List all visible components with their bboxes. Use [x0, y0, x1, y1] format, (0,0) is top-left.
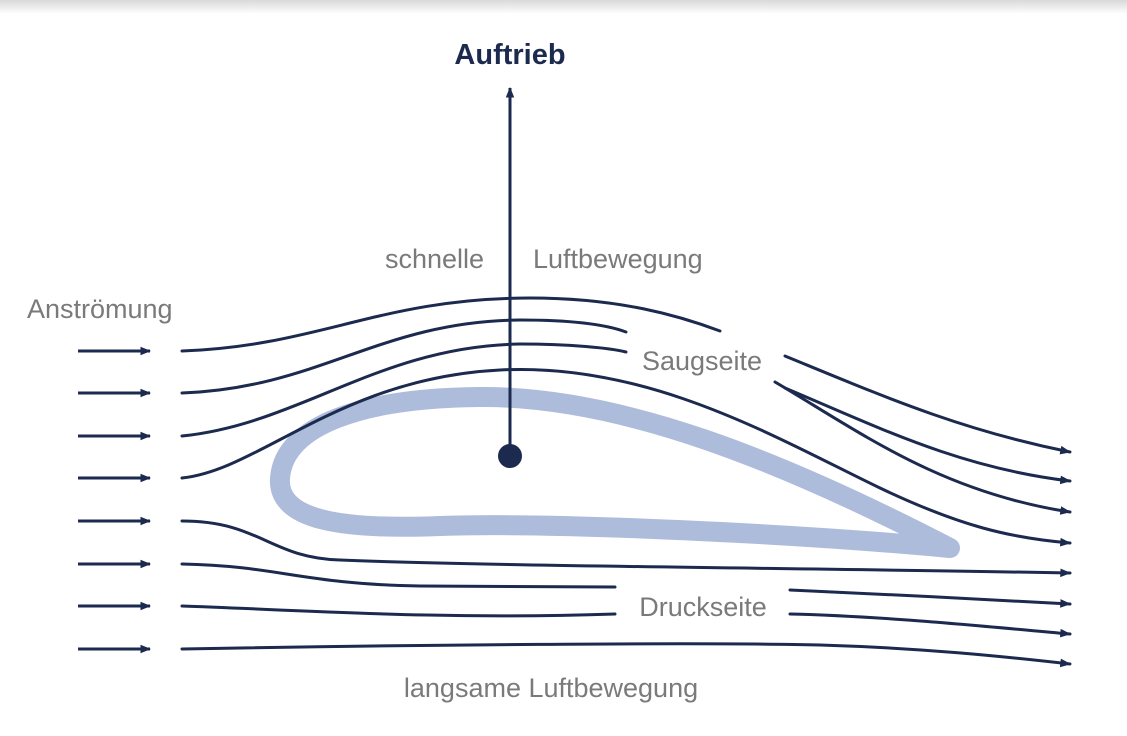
lift-label: Auftrieb [454, 39, 565, 71]
streamline-upper-3-tail [773, 380, 1072, 515]
inflow-label: Anströmung [27, 294, 173, 324]
streamline-upper-1 [180, 296, 722, 353]
streamline-upper-2 [180, 318, 628, 395]
streamline-lower-3-tail [788, 612, 1072, 638]
streamline-lower-2 [180, 562, 617, 589]
pressure-side-label: Druckseite [639, 592, 767, 622]
slow-air-label: langsame Luftbewegung [404, 673, 698, 703]
suction-side-label: Saugseite [642, 346, 762, 376]
airfoil-profile [269, 386, 960, 558]
center-of-pressure-dot [498, 444, 522, 468]
streamline-upper-2-tail [783, 386, 1072, 485]
streamline-upper-3 [180, 342, 628, 438]
streamline-upper-4 [180, 367, 1072, 547]
streamline-lower-4 [180, 642, 1072, 668]
lift-vector [498, 86, 522, 468]
streamline-lower-3 [180, 604, 617, 618]
streamline-upper-1-tail [783, 354, 1072, 455]
streamlines [180, 296, 1072, 668]
streamline-lower-2-tail [788, 588, 1072, 608]
fast-air-label-left: schnelle [385, 244, 484, 274]
inflow-arrows [78, 346, 152, 654]
streamline-lower-1 [180, 519, 1072, 578]
fast-air-label-right: Luftbewegung [533, 244, 703, 274]
top-shadow-band [0, 0, 1127, 14]
